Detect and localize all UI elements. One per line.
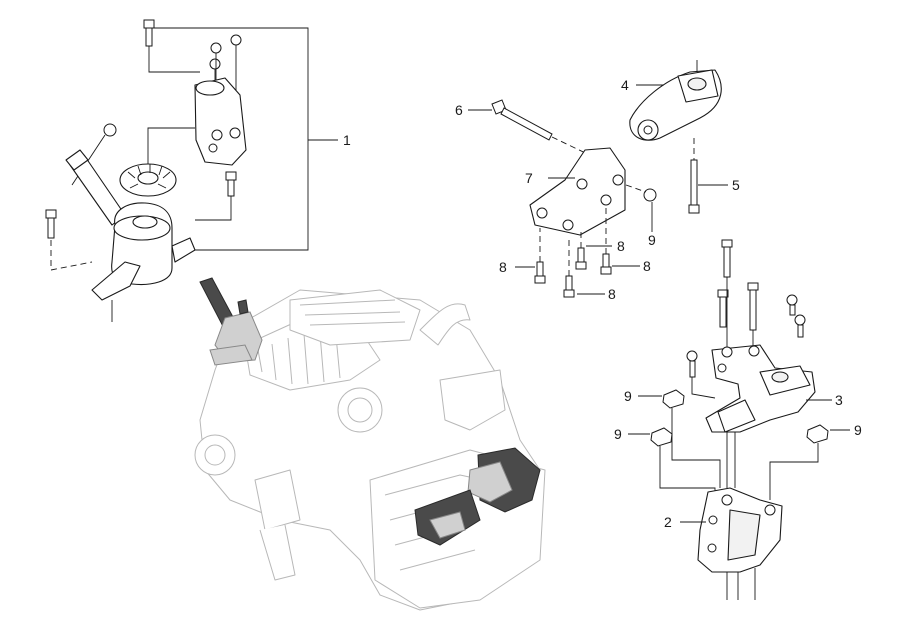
bolt-5 [688,159,700,214]
bolts-8 [534,247,612,298]
callout-9-bracket: 9 [648,232,656,248]
callout-8-upper: 8 [617,238,625,254]
callout-9-left-upper: 9 [624,388,632,404]
callout-6: 6 [455,102,463,118]
bolt-6 [491,99,553,141]
callout-8-left: 8 [499,259,507,275]
engine-assembly [194,277,546,611]
callout-4: 4 [621,77,629,93]
callout-5: 5 [732,177,740,193]
callout-9-left-lower: 9 [614,426,622,442]
callout-1: 1 [343,132,351,148]
bolt-top-left [143,19,155,47]
bracket-7 [529,147,626,236]
callout-8-right: 8 [643,258,651,274]
callout-3: 3 [835,392,843,408]
rear-mount-4 [629,69,722,141]
callout-7: 7 [525,170,533,186]
callout-9-right: 9 [854,422,862,438]
callout-2: 2 [664,514,672,530]
bolts-above-mount-3 [686,239,806,378]
nuts-9 [650,389,829,447]
lower-mount-bracket-2 [697,487,783,573]
engine-mount-assembly-1 [45,19,338,322]
transaxle-mount-3 [705,344,816,433]
callout-8-center: 8 [608,286,616,302]
